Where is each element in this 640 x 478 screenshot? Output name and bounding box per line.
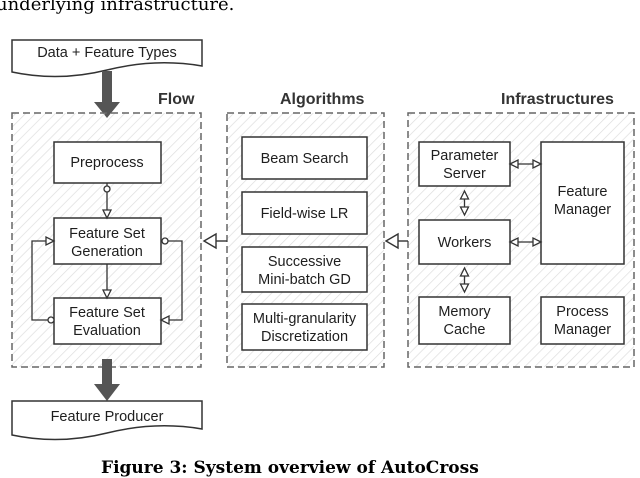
output-node: Feature Producer [11, 400, 203, 441]
multi-granularity-discretization-box: Multi-granularity Discretization [241, 303, 368, 351]
parameter-server-box: Parameter Server [418, 141, 511, 187]
svg-text:Multi-granularity: Multi-granularity [253, 311, 357, 327]
infrastructures-title: Infrastructures [501, 91, 614, 108]
feature-set-generation-box: Feature Set Generation [53, 217, 162, 265]
svg-text:Cache: Cache [444, 322, 486, 338]
svg-text:Generation: Generation [71, 244, 143, 260]
input-label: Data + Feature Types [37, 45, 177, 61]
svg-text:Field-wise LR: Field-wise LR [261, 206, 349, 222]
memory-cache-box: Memory Cache [418, 296, 511, 345]
workers-box: Workers [418, 219, 511, 265]
flow-title: Flow [158, 91, 195, 108]
input-flow-arrow [94, 71, 120, 118]
svg-text:Beam Search: Beam Search [261, 151, 349, 167]
svg-text:Preprocess: Preprocess [70, 155, 143, 171]
field-wise-lr-box: Field-wise LR [241, 191, 368, 235]
svg-text:Process: Process [556, 304, 608, 320]
top-text: underlying infrastructure. [0, 0, 235, 15]
svg-text:Successive: Successive [268, 254, 341, 270]
svg-text:Mini-batch GD: Mini-batch GD [258, 272, 351, 288]
svg-text:Manager: Manager [554, 322, 611, 338]
svg-text:Evaluation: Evaluation [73, 323, 141, 339]
svg-text:Memory: Memory [438, 304, 491, 320]
successive-mini-batch-gd-box: Successive Mini-batch GD [241, 246, 368, 293]
svg-text:Discretization: Discretization [261, 329, 348, 345]
feature-set-evaluation-box: Feature Set Evaluation [53, 297, 162, 345]
figure-caption: Figure 3: System overview of AutoCross [101, 458, 479, 478]
output-label: Feature Producer [51, 409, 164, 425]
infrastructure-connectors [459, 158, 543, 294]
svg-text:Server: Server [443, 166, 486, 182]
flow-connectors [31, 183, 183, 326]
flow-output-arrow [94, 359, 120, 401]
svg-text:Feature: Feature [558, 184, 608, 200]
process-manager-box: Process Manager [540, 296, 625, 345]
feature-manager-box: Feature Manager [540, 141, 625, 265]
svg-text:Workers: Workers [438, 235, 492, 251]
svg-text:Feature Set: Feature Set [69, 226, 145, 242]
svg-text:Manager: Manager [554, 202, 611, 218]
svg-text:Feature Set: Feature Set [69, 305, 145, 321]
svg-text:Parameter: Parameter [431, 148, 499, 164]
input-node: Data + Feature Types [11, 39, 203, 78]
algorithms-title: Algorithms [280, 91, 365, 108]
preprocess-box: Preprocess [53, 141, 162, 184]
beam-search-box: Beam Search [241, 136, 368, 180]
section-arrows [202, 232, 408, 250]
